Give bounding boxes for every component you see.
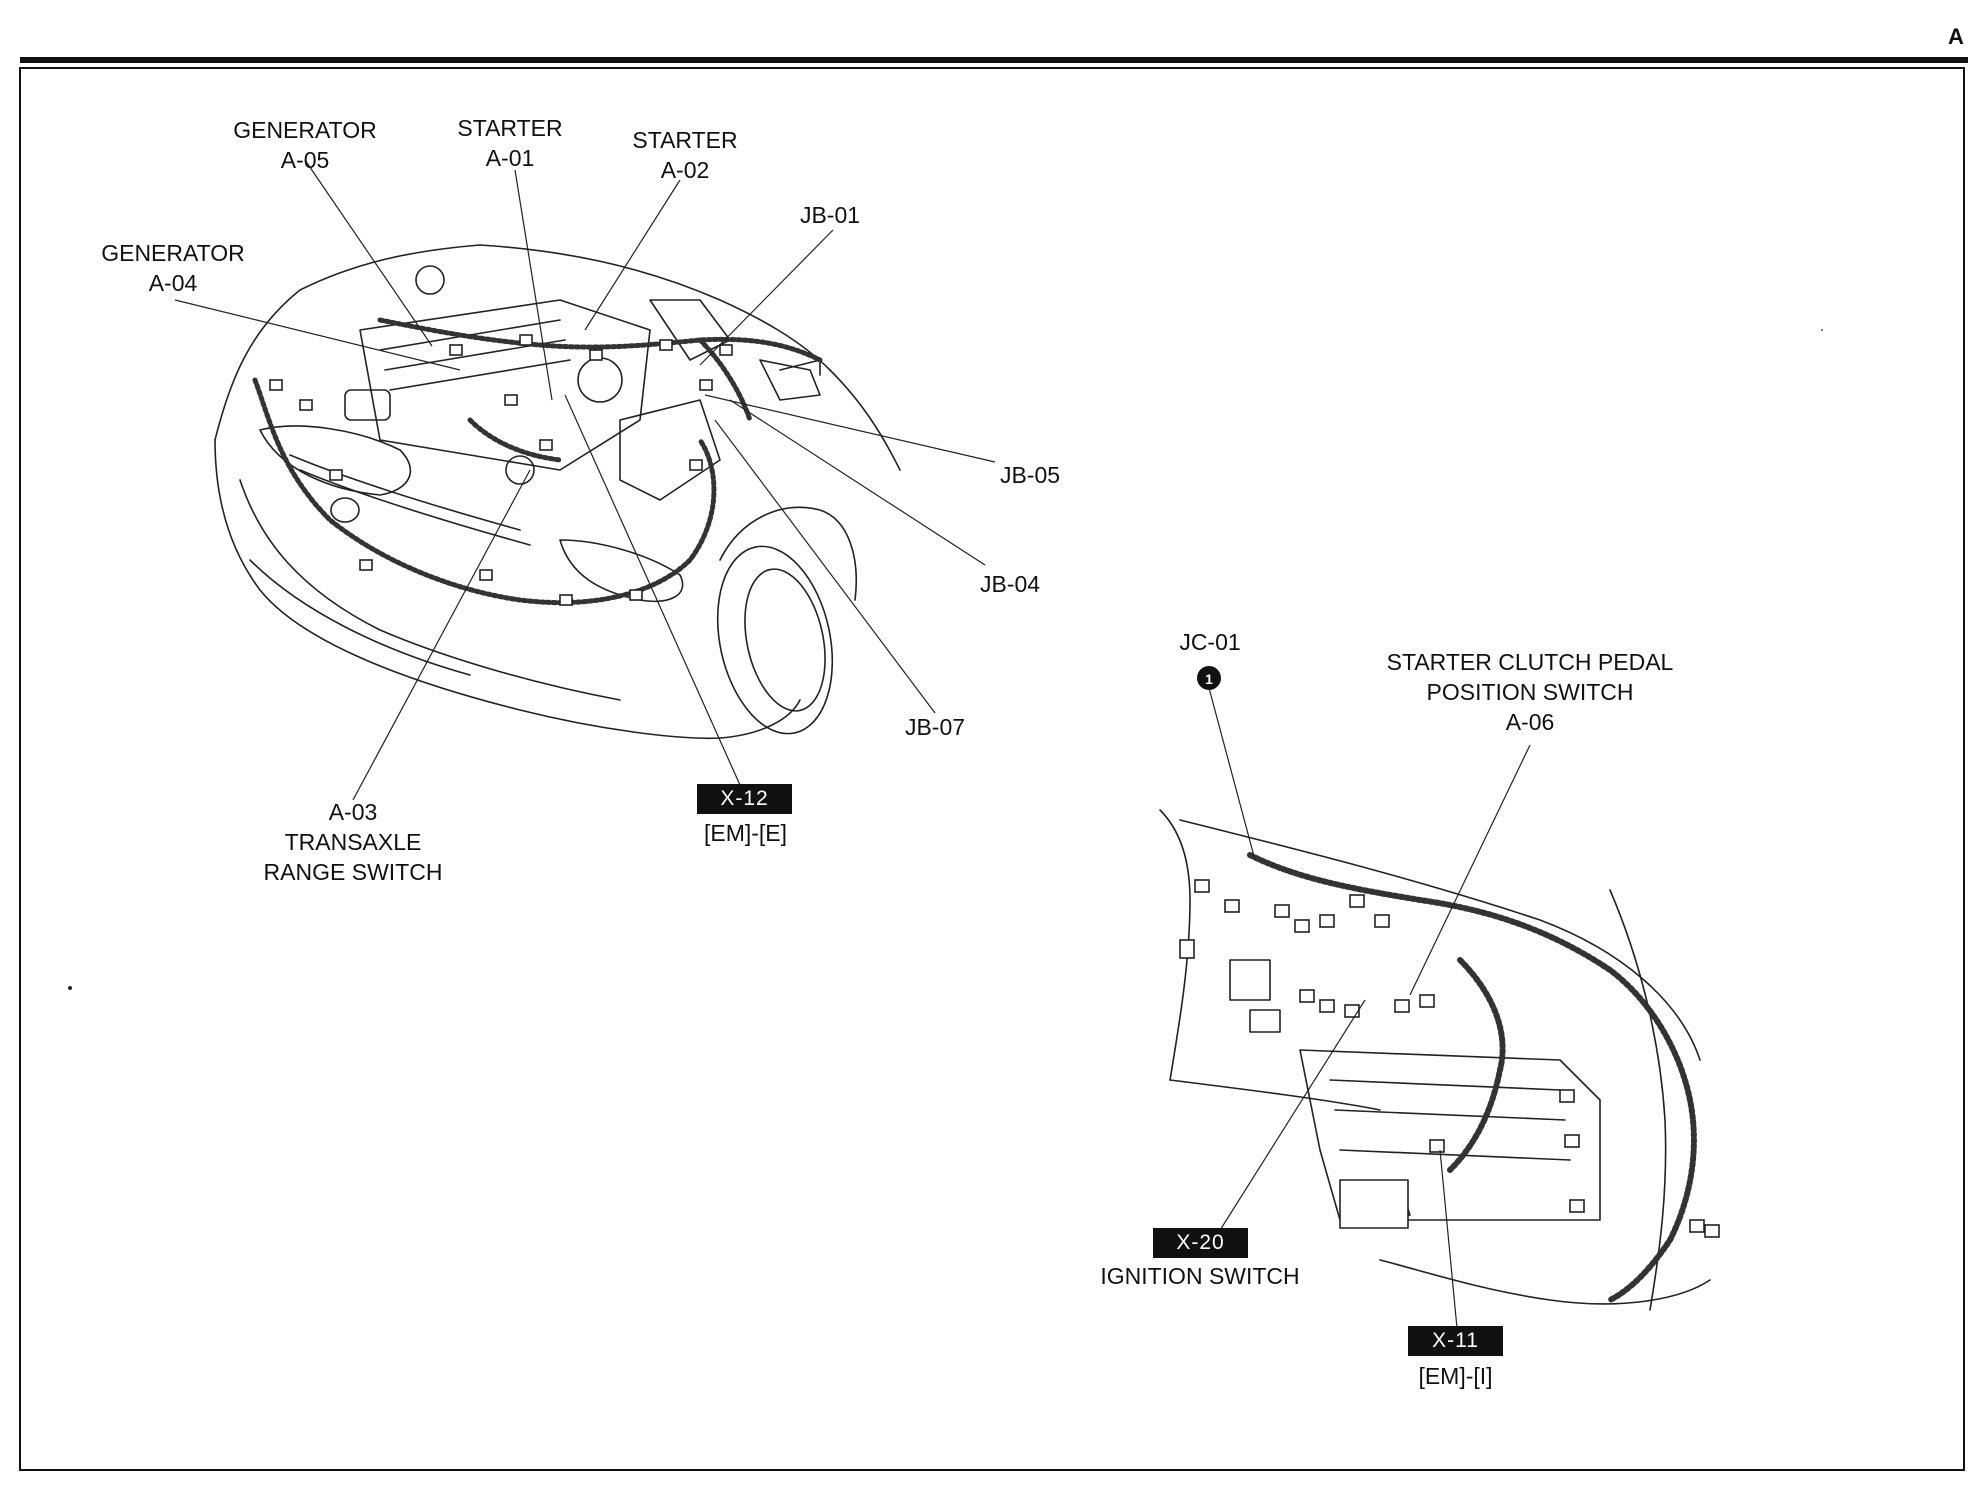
cowl-line	[479, 244, 831, 371]
label-jc01: JC-01	[1179, 629, 1241, 655]
label-starter-a02: STARTER A-02	[620, 125, 750, 185]
label-jb05: JB-05	[999, 462, 1061, 488]
jc01-marker-dot	[1197, 666, 1221, 690]
leader-a05	[304, 159, 433, 347]
fender-right	[829, 369, 901, 471]
dash-main-loom	[1247, 852, 1697, 1303]
speck	[68, 986, 72, 990]
label-starter-a01: STARTER A-01	[445, 113, 575, 173]
harness-main-loop	[252, 377, 717, 606]
throttle-body	[577, 357, 623, 403]
harness-engine-branch	[467, 417, 563, 463]
door-line	[1169, 1079, 1381, 1111]
label-code: A-04	[148, 270, 198, 296]
leader-a01	[514, 169, 553, 401]
leader-jb04	[729, 399, 986, 566]
wheel-inner	[744, 568, 826, 712]
leader-a04	[174, 299, 461, 371]
dash-branch-loom	[1447, 957, 1506, 1173]
label-name: GENERATOR	[101, 240, 245, 266]
dashboard-connectors	[1179, 879, 1720, 1238]
leader-x11	[1439, 1149, 1458, 1329]
label-generator-a04: GENERATOR A-04	[88, 238, 258, 298]
junction-box	[1249, 1009, 1281, 1033]
label-x11-ref: [EM]-[I]	[1418, 1363, 1493, 1389]
battery	[344, 389, 391, 421]
label-line1: TRANSAXLE	[284, 829, 422, 855]
dash-ribs	[1329, 1079, 1571, 1161]
sheet-letter: A	[1948, 24, 1964, 49]
alternator	[505, 455, 535, 485]
label-name: GENERATOR	[233, 117, 377, 143]
dashboard-drawing	[1159, 809, 1711, 1311]
bumper-outline	[214, 439, 721, 740]
label-jb04: JB-04	[979, 571, 1041, 597]
label-line2: POSITION SWITCH	[1426, 679, 1634, 705]
label-line1: STARTER CLUTCH PEDAL	[1386, 649, 1674, 675]
dash-upper-edge	[1179, 819, 1701, 1061]
leader-x12	[564, 394, 741, 786]
harness-top-run	[377, 317, 823, 363]
headlight-right	[559, 539, 684, 602]
leader-jc01	[1208, 687, 1256, 861]
label-a03: A-03 TRANSAXLE RANGE SWITCH	[243, 797, 463, 887]
intake	[649, 299, 731, 361]
label-jb07: JB-07	[904, 714, 966, 740]
hood-left-edge	[214, 244, 481, 441]
headlight-left	[259, 425, 412, 496]
leader-jb01	[699, 229, 834, 366]
label-ignition-switch: IGNITION SWITCH	[1100, 1263, 1300, 1289]
leader-a02	[584, 179, 681, 331]
engine-bay-drawing	[214, 244, 901, 740]
label-generator-a05: GENERATOR A-05	[225, 115, 385, 175]
label-a06: STARTER CLUTCH PEDAL POSITION SWITCH A-0…	[1370, 647, 1690, 737]
label-code: A-01	[485, 145, 535, 171]
grille-lines	[289, 454, 531, 546]
bumper-inner	[239, 479, 621, 701]
fender-front	[719, 699, 801, 739]
leader-a03	[352, 469, 531, 801]
engine-connectors	[269, 334, 733, 606]
jc01-marker-numeral: 1	[1205, 671, 1213, 687]
valve-cover-ribs	[379, 319, 571, 391]
tag-x20: X-20	[1153, 1228, 1248, 1258]
a-pillar-right	[1609, 889, 1667, 1311]
tag-x12: X-12	[697, 784, 792, 814]
leader-jb05	[704, 394, 996, 463]
ecm-box	[1339, 1179, 1409, 1229]
center-console	[1299, 1049, 1601, 1221]
page-frame	[19, 67, 1965, 1471]
label-code: A-06	[1505, 709, 1555, 735]
label-line2: RANGE SWITCH	[263, 859, 443, 885]
label-x12-ref: [EM]-[E]	[703, 820, 788, 846]
fuse-box	[759, 359, 821, 401]
relay-block	[1229, 959, 1271, 1001]
tag-x11: X-11	[1408, 1326, 1503, 1356]
speck	[1821, 329, 1823, 331]
label-code: A-05	[280, 147, 330, 173]
dashboard-harness	[1247, 852, 1697, 1303]
dash-lower-edge	[1379, 1259, 1711, 1305]
emblem	[330, 497, 360, 523]
leader-a06	[1409, 744, 1531, 996]
label-jb01: JB-01	[799, 202, 861, 228]
bumper-lower	[249, 559, 471, 676]
leader-x20	[1216, 999, 1366, 1236]
leader-lines	[174, 159, 1531, 1329]
label-name: STARTER	[632, 127, 738, 153]
label-code: A-03	[328, 799, 378, 825]
label-code: A-02	[660, 157, 710, 183]
a-pillar-left	[1159, 809, 1191, 1081]
label-name: STARTER	[457, 115, 563, 141]
wheel-arch	[719, 506, 858, 601]
front-wheel	[716, 545, 834, 735]
air-filter-box	[619, 399, 721, 501]
engine-block	[359, 299, 651, 471]
reservoir-cap	[415, 265, 445, 295]
header-rule	[20, 57, 1968, 63]
leader-jb07	[714, 419, 936, 714]
